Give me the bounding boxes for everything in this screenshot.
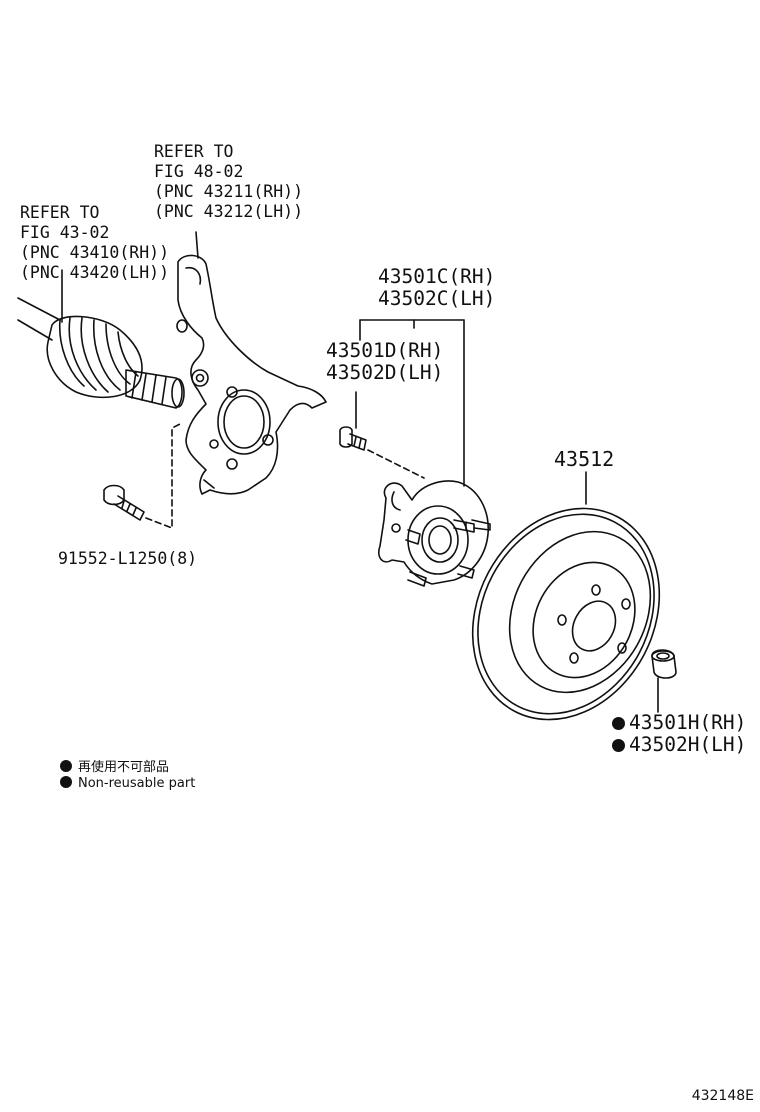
hub-assy-label-rh: 43501C(RH) <box>378 265 496 288</box>
knuckle-ref-line-1: REFER TO <box>154 142 234 161</box>
legend-dot <box>60 760 72 772</box>
legend-item-japanese: 再使用不可部品 <box>60 756 169 775</box>
hub-bolt-label-lh: 43502D(LH) <box>326 361 444 384</box>
hub-bolt-label-rh: 43501D(RH) <box>326 339 444 362</box>
shaft-ref-line-1: REFER TO <box>20 203 100 222</box>
legend-item-english: Non-reusable part <box>60 776 195 791</box>
knuckle-bolt <box>103 423 181 529</box>
hub-nut-label-rh: 43501H(RH) <box>612 712 746 734</box>
hub-bolt <box>339 391 425 479</box>
hub-assy-label-lh: 43502C(LH) <box>378 287 496 310</box>
shaft-ref-line-2: FIG 43-02 <box>20 223 110 242</box>
shaft-ref-line-4: (PNC 43420(LH)) <box>20 263 170 282</box>
knuckle-ref-line-2: FIG 48-02 <box>154 162 244 181</box>
hub-nut-rh-text: 43501H(RH) <box>629 711 747 734</box>
non-reusable-marker <box>612 739 625 752</box>
hub-nut <box>651 649 677 713</box>
shaft-ref-line-3: (PNC 43410(RH)) <box>20 243 170 262</box>
hub-nut-label-lh: 43502H(LH) <box>612 734 746 756</box>
steering-knuckle <box>176 231 327 495</box>
legend-text: 再使用不可部品 <box>78 760 170 775</box>
knuckle-ref-line-3: (PNC 43211(RH)) <box>154 182 304 201</box>
legend-text: Non-reusable part <box>78 776 196 791</box>
brake-rotor <box>471 471 661 721</box>
hub-bearing-assembly <box>359 319 491 587</box>
rotor-part-number: 43512 <box>554 447 615 471</box>
drive-shaft-cv-joint <box>17 269 185 409</box>
figure-id: 432148E <box>691 1088 754 1104</box>
knuckle-bolt-part-number: 91552-L1250(8) <box>58 549 198 568</box>
hub-nut-lh-text: 43502H(LH) <box>629 733 747 756</box>
non-reusable-marker <box>612 717 625 730</box>
legend-dot <box>60 776 72 788</box>
knuckle-ref-line-4: (PNC 43212(LH)) <box>154 202 304 221</box>
